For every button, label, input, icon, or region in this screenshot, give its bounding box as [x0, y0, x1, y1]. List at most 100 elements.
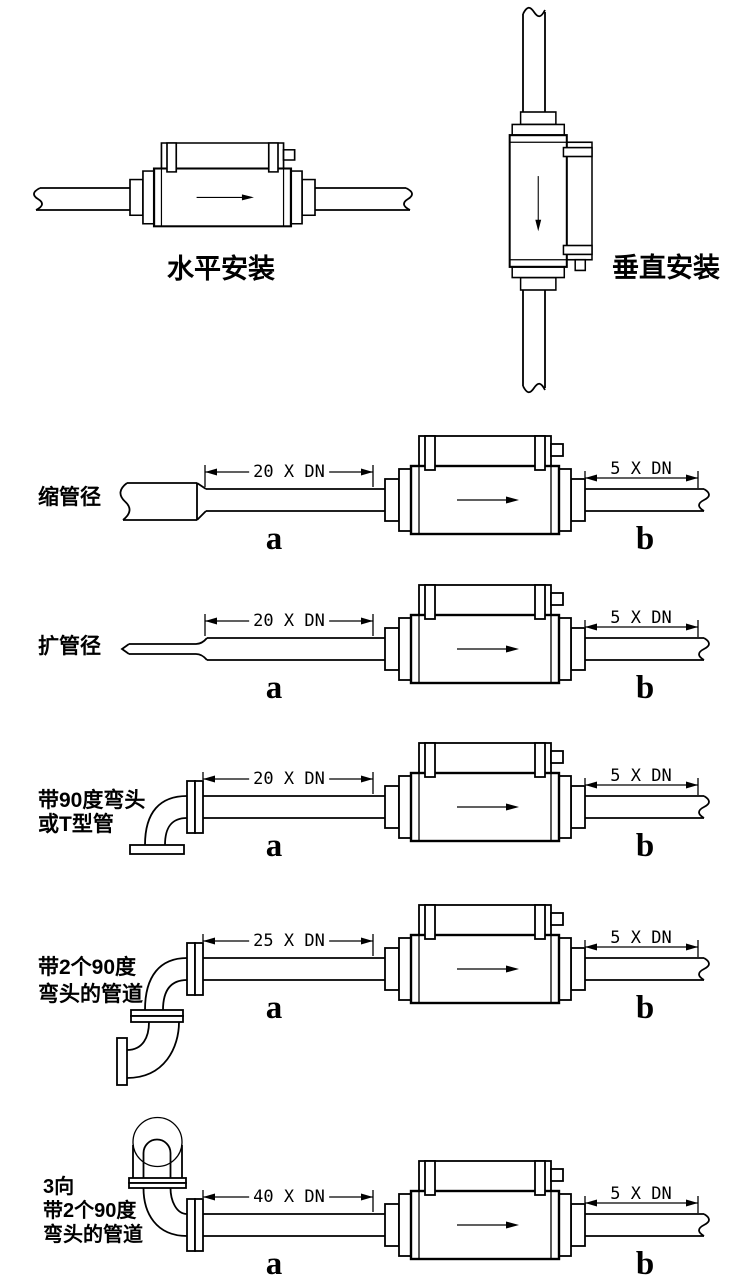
caption-line: 弯头的管道	[38, 983, 143, 1006]
flow-meter	[383, 434, 587, 536]
pipe-break	[698, 637, 710, 661]
pipe-b	[585, 795, 710, 819]
row-3way-double-elbow-drawing	[128, 1116, 710, 1261]
row3-downstream-dim-label: 5 X DN	[610, 766, 672, 786]
elbow-90-second	[116, 1021, 180, 1086]
row5-a-label: a	[265, 1246, 283, 1282]
upstream-dimension	[202, 934, 374, 956]
flow-meter	[508, 110, 594, 292]
flange	[194, 1198, 204, 1252]
horizontal-install-caption: 水平安装	[167, 254, 275, 284]
row2-upstream-dim-label: 20 X DN	[249, 611, 329, 631]
flange	[194, 942, 204, 996]
row2-caption: 扩管径	[38, 634, 101, 659]
row4-downstream-dim-label: 5 X DN	[610, 928, 672, 948]
flow-meter	[383, 741, 587, 843]
caption-line: 弯头的管道	[43, 1224, 143, 1246]
flange	[130, 1015, 184, 1023]
flow-meter	[383, 1159, 587, 1261]
vertical-installation-drawing	[508, 6, 594, 394]
downstream-dimension	[584, 940, 699, 957]
row-elbow-drawing	[129, 741, 710, 855]
caption-line: 或T型管	[38, 813, 114, 836]
row4-a-label: a	[265, 990, 283, 1026]
flange	[186, 1198, 196, 1252]
flange	[186, 942, 196, 996]
row3-upstream-dim-label: 20 X DN	[249, 769, 329, 789]
row5-upstream-dim-label: 40 X DN	[249, 1187, 329, 1207]
pipe-b	[585, 957, 710, 981]
pipe-break	[119, 482, 131, 521]
row4-caption: 带2个90度 弯头的管道	[38, 954, 143, 1008]
row5-b-label: b	[635, 1246, 655, 1282]
pipe-break	[698, 1213, 710, 1237]
pipe-a	[207, 637, 385, 661]
outlet-pipe	[522, 290, 546, 394]
flow-meter	[383, 583, 587, 685]
expander-inlet	[120, 637, 208, 661]
downstream-dimension	[584, 1196, 699, 1213]
row5-downstream-dim-label: 5 X DN	[610, 1184, 672, 1204]
row1-b-label: b	[635, 521, 655, 557]
row2-a-label: a	[265, 670, 283, 706]
elbow-90	[129, 795, 188, 855]
row5-caption: 3向 带2个90度 弯头的管道	[43, 1175, 143, 1247]
downstream-dimension	[584, 471, 699, 488]
caption-line: 带2个90度	[38, 956, 137, 979]
caption-line: 带2个90度	[43, 1200, 137, 1222]
row-expander-drawing	[120, 583, 710, 685]
elbow-90-first	[144, 957, 188, 1011]
flange	[130, 1009, 184, 1017]
upstream-dimension	[204, 614, 374, 636]
row1-caption: 缩管径	[38, 485, 101, 510]
pipe-break	[698, 488, 710, 512]
flow-meter	[383, 903, 587, 1005]
pipe-break	[522, 6, 546, 18]
row3-b-label: b	[635, 828, 655, 864]
flange	[194, 780, 204, 834]
row3-caption: 带90度弯头 或T型管	[38, 789, 145, 837]
flange	[116, 1037, 128, 1086]
u-bend-loop	[132, 1116, 183, 1178]
caption-line: 3向	[43, 1176, 75, 1198]
caption-line: 带90度弯头	[38, 789, 146, 812]
row1-upstream-dim-label: 20 X DN	[249, 462, 329, 482]
row4-b-label: b	[635, 990, 655, 1026]
pipe-break	[403, 187, 413, 211]
row-reducer-drawing	[119, 434, 710, 536]
row1-downstream-dim-label: 5 X DN	[610, 459, 672, 479]
pipe-a	[203, 1213, 385, 1237]
vertical-install-caption: 垂直安装	[612, 253, 720, 283]
pipe-break	[698, 795, 710, 819]
inlet-pipe	[33, 187, 130, 211]
row2-downstream-dim-label: 5 X DN	[610, 608, 672, 628]
inlet-pipe	[522, 6, 546, 112]
pipe-break	[522, 382, 546, 394]
row1-a-label: a	[265, 521, 283, 557]
pipe-break	[698, 957, 710, 981]
pipe-break	[33, 187, 43, 211]
horizontal-installation-drawing	[33, 141, 413, 228]
caption-line: 缩管径	[38, 486, 101, 509]
pipe-b	[585, 637, 710, 661]
downstream-dimension	[584, 778, 699, 795]
pipe-a	[203, 795, 385, 819]
elbow-90	[142, 1187, 188, 1237]
downstream-dimension	[584, 620, 699, 637]
caption-line: 扩管径	[38, 635, 101, 658]
reducer-inlet	[119, 482, 207, 521]
pipe-b	[585, 1213, 710, 1237]
flow-meter	[128, 141, 317, 228]
upstream-dimension	[202, 1190, 374, 1212]
pipe-a	[206, 488, 385, 512]
outlet-pipe	[315, 187, 413, 211]
flange	[186, 780, 196, 834]
row-double-elbow-drawing	[116, 903, 710, 1086]
flange	[129, 844, 185, 855]
flange	[128, 1182, 187, 1189]
pipe-b	[585, 488, 710, 512]
row4-upstream-dim-label: 25 X DN	[249, 931, 329, 951]
row3-a-label: a	[265, 828, 283, 864]
